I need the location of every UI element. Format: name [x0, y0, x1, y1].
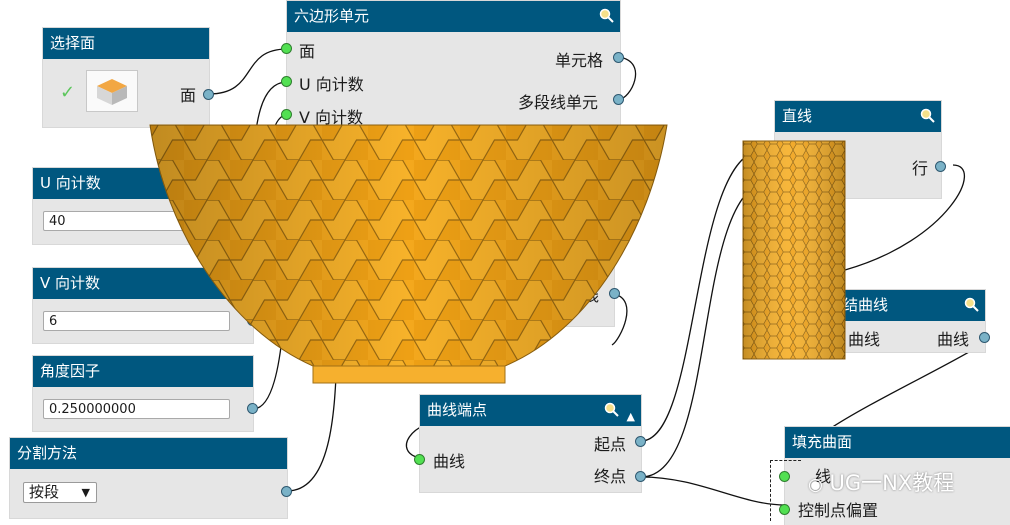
- wire-row-to-join: [844, 164, 965, 271]
- v-count-input-label: V 向计数: [299, 108, 364, 127]
- partial-hidden-node[interactable]: 线: [470, 250, 620, 326]
- angle-factor-node[interactable]: 角度因子 0.250000000: [33, 356, 258, 431]
- hexagon-cell-title[interactable]: 六边形单元: [287, 1, 620, 32]
- magnifier-icon[interactable]: [603, 401, 619, 417]
- offset-input-pin[interactable]: [779, 504, 790, 515]
- v-count-title[interactable]: V 向计数: [33, 268, 253, 299]
- line-node[interactable]: 直线 起点 行: [775, 101, 946, 198]
- split-method-title[interactable]: 分割方法: [10, 438, 287, 469]
- join-curve-output-label: 曲线: [937, 330, 970, 349]
- wire-start-to-line: [640, 149, 761, 442]
- line-input-label: 线: [815, 467, 832, 486]
- magnifier-icon[interactable]: [919, 107, 935, 123]
- polyline-cell-output-pin[interactable]: [613, 94, 624, 105]
- split-method-output-pin[interactable]: [281, 486, 292, 497]
- watermark-text: UG一NX教程: [829, 471, 955, 495]
- wire-cell-out: [618, 56, 637, 100]
- fill-surface-title[interactable]: 填充曲面: [785, 427, 1010, 458]
- watermark: ◉ UG一NX教程: [808, 467, 954, 497]
- row-output-pin[interactable]: [935, 161, 946, 172]
- face-input-label: 面: [299, 42, 316, 61]
- wechat-icon: ◉: [808, 475, 823, 495]
- magnifier-icon[interactable]: [963, 296, 979, 312]
- partial-node-output-label: 线: [583, 286, 600, 305]
- polyline-cell-output-label: 多段线单元: [518, 93, 599, 112]
- cell-output-label: 单元格: [555, 51, 604, 70]
- checkmark-icon: ✓: [60, 82, 76, 103]
- join-curve-node[interactable]: 结曲线 曲线 曲线: [800, 290, 990, 352]
- end-output-pin[interactable]: [635, 471, 646, 482]
- hexagon-cell-node[interactable]: 六边形单元 面 U 向计数 V 向计数 单元格 多段线单元: [281, 1, 624, 127]
- v-count-field[interactable]: 6: [43, 311, 230, 331]
- split-method-node[interactable]: 分割方法 按段 ▼: [10, 438, 292, 518]
- u-count-input-label: U 向计数: [299, 75, 364, 94]
- wire-end-to-fill: [640, 476, 786, 506]
- wire-select-to-hex: [208, 48, 288, 95]
- join-curve-title[interactable]: 结曲线: [800, 290, 985, 321]
- v-count-input-pin[interactable]: [281, 109, 292, 120]
- face-output-label: 面: [180, 86, 197, 105]
- curve-endpoints-title[interactable]: 曲线端点 ▲: [420, 395, 641, 426]
- select-face-title[interactable]: 选择面: [43, 28, 209, 59]
- solid-face-icon[interactable]: [86, 70, 138, 112]
- join-curve-input-label: 曲线: [848, 330, 881, 349]
- line-title[interactable]: 直线: [775, 101, 941, 132]
- start-output-label: 起点: [594, 435, 627, 454]
- wire-ucount-to-hex: [239, 81, 288, 211]
- wire-vcount-to-hex: [252, 114, 288, 321]
- curve-endpoints-title-text: 曲线端点: [427, 401, 488, 419]
- u-count-field[interactable]: 40: [43, 211, 233, 231]
- chevron-down-icon: ▼: [81, 486, 90, 499]
- offset-input-label: 控制点偏置: [798, 501, 879, 520]
- fill-surface-node[interactable]: 填充曲面 线 控制点偏置: [770, 427, 1010, 525]
- angle-factor-title[interactable]: 角度因子: [33, 356, 253, 387]
- wire-split: [286, 319, 343, 492]
- start-input-label: 起点: [787, 139, 820, 158]
- v-count-output-pin[interactable]: [247, 315, 258, 326]
- hexagon-cell-title-text: 六边形单元: [294, 7, 370, 25]
- curve-input-label: 曲线: [433, 452, 466, 471]
- collapse-icon[interactable]: ▲: [626, 410, 635, 423]
- angle-factor-output-pin[interactable]: [247, 403, 258, 414]
- line-input-pin[interactable]: [779, 471, 790, 482]
- v-count-node[interactable]: V 向计数 6: [33, 268, 258, 343]
- partial-node-output-pin[interactable]: [609, 288, 620, 299]
- split-method-selected: 按段: [29, 483, 60, 501]
- wire-partial-out: [611, 293, 628, 346]
- join-curve-title-text: 结曲线: [843, 296, 889, 314]
- wire-angle: [252, 139, 289, 410]
- face-output-pin[interactable]: [203, 89, 214, 100]
- u-count-input-pin[interactable]: [281, 76, 292, 87]
- cell-output-pin[interactable]: [613, 52, 624, 63]
- curve-endpoints-node[interactable]: 曲线端点 ▲ 曲线 起点 终点: [414, 395, 646, 492]
- wire-end-to-line: [640, 179, 771, 478]
- magnifier-icon[interactable]: [598, 7, 614, 23]
- end-output-label: 终点: [594, 467, 627, 486]
- curve-input-pin[interactable]: [414, 454, 425, 465]
- face-input-pin[interactable]: [281, 43, 292, 54]
- selection-marquee: [770, 460, 801, 521]
- split-method-select[interactable]: 按段 ▼: [23, 482, 97, 503]
- join-curve-output-pin[interactable]: [979, 332, 990, 343]
- start-output-pin[interactable]: [635, 436, 646, 447]
- u-count-node[interactable]: U 向计数 40: [33, 168, 240, 244]
- line-title-text: 直线: [782, 107, 813, 125]
- select-face-node[interactable]: 选择面 ✓ 面: [43, 28, 214, 127]
- row-output-label: 行: [912, 159, 929, 178]
- u-count-title[interactable]: U 向计数: [33, 168, 240, 199]
- angle-factor-field[interactable]: 0.250000000: [43, 399, 230, 419]
